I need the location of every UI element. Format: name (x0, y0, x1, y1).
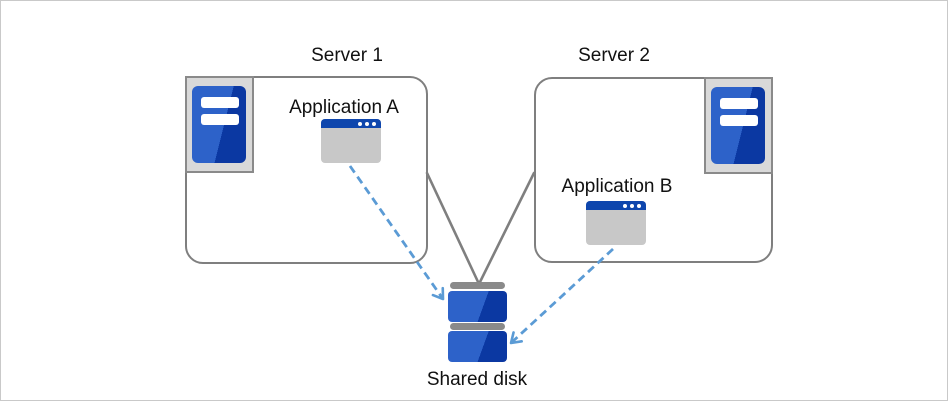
app-window-titlebar (321, 119, 381, 128)
server-drive-bay (720, 115, 758, 126)
app-window-titlebar (586, 201, 646, 210)
disk-stack-icon (448, 282, 507, 362)
server-tower-icon (185, 76, 254, 173)
server1-to-disk-line (425, 171, 481, 286)
window-dot (372, 121, 376, 126)
shared-disk-label: Shared disk (426, 369, 528, 390)
window-dot (358, 121, 362, 126)
server-tower-body (192, 86, 246, 163)
app-window-icon (321, 119, 381, 163)
server-drive-bay (201, 114, 239, 125)
disk-body (448, 331, 507, 362)
server2-label: Server 2 (578, 45, 650, 66)
server1-label: Server 1 (311, 45, 383, 66)
server-drive-bay (201, 97, 239, 108)
application-b-label: Application B (561, 176, 673, 197)
window-dot (623, 203, 627, 208)
disk-cap (450, 323, 505, 330)
server-tower-body (711, 87, 765, 164)
window-dot (637, 203, 641, 208)
server-drive-bay (720, 98, 758, 109)
disk-body (448, 291, 507, 322)
application-a-label: Application A (289, 97, 399, 118)
disk-cap (450, 282, 505, 289)
app-b-to-disk-arrow (509, 247, 614, 345)
window-dot (630, 203, 634, 208)
server-tower-icon (704, 77, 773, 174)
window-dot (365, 121, 369, 126)
app-window-icon (586, 201, 646, 245)
